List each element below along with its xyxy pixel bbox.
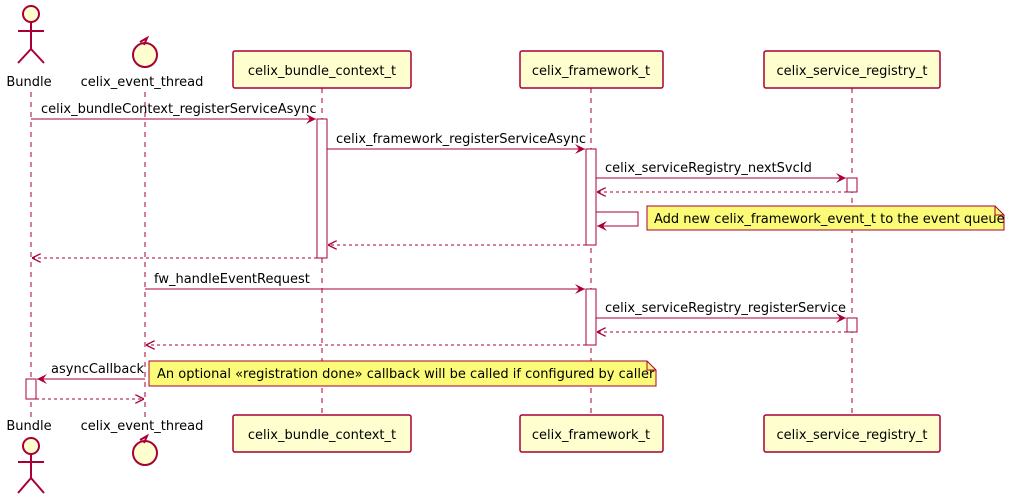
actor-bundle-top: Bundle (6, 5, 52, 90)
activation-service-registry-1 (846, 177, 858, 193)
activation-bundle (25, 378, 37, 400)
message-label-next-svc-id: celix_serviceRegistry_nextSvcId (605, 161, 812, 176)
note-event-queue: Add new celix_framework_event_t to the e… (646, 205, 1005, 231)
message-async-callback: asyncCallback (37, 362, 145, 384)
participant-label-bundle-context: celix_bundle_context_t (248, 64, 396, 79)
actor-bundle-bottom: Bundle (6, 419, 52, 494)
participant-label-framework-bottom: celix_framework_t (532, 428, 650, 443)
activations (25, 118, 858, 400)
participants-top: Bundle celix_event_thread celix_bundle_c… (6, 5, 941, 90)
message-label-register-service-async: celix_bundleContext_registerServiceAsync (41, 102, 317, 117)
messages: celix_bundleContext_registerServiceAsync… (31, 102, 847, 399)
message-register-service: celix_serviceRegistry_registerService (596, 301, 846, 323)
participant-bundle-context-bottom: celix_bundle_context_t (232, 414, 412, 453)
participant-service-registry-bottom: celix_service_registry_t (763, 414, 941, 453)
activation-framework-2 (585, 288, 597, 346)
control-event-thread-bottom: celix_event_thread (81, 419, 204, 466)
participant-label-service-registry: celix_service_registry_t (776, 64, 927, 79)
message-register-service-async: celix_bundleContext_registerServiceAsync (31, 102, 317, 124)
control-event-thread-top: celix_event_thread (81, 35, 204, 90)
note-text-event-queue: Add new celix_framework_event_t to the e… (654, 212, 1005, 227)
message-label-register-service: celix_serviceRegistry_registerService (605, 301, 846, 316)
control-circle-icon (132, 35, 158, 68)
participant-label-bundle-context-bottom: celix_bundle_context_t (248, 428, 396, 443)
note-registration-done: An optional «registration done» callback… (148, 360, 657, 387)
activation-service-registry-2 (846, 317, 858, 333)
participant-label-event-thread-bottom: celix_event_thread (81, 419, 204, 434)
message-label-handle-event-request: fw_handleEventRequest (154, 272, 310, 287)
message-handle-event-request: fw_handleEventRequest (145, 272, 585, 294)
participant-framework-bottom: celix_framework_t (519, 414, 664, 453)
note-text-registration-done: An optional «registration done» callback… (157, 367, 655, 382)
participant-service-registry-top: celix_service_registry_t (763, 50, 941, 89)
message-self-enqueue (596, 211, 639, 231)
participant-label-service-registry-bottom: celix_service_registry_t (776, 428, 927, 443)
participant-label-bundle: Bundle (6, 75, 51, 90)
activation-framework-1 (585, 148, 597, 246)
activation-bundle-context (316, 118, 328, 259)
message-label-framework-register-service-async: celix_framework_registerServiceAsync (336, 132, 586, 147)
message-next-svc-id: celix_serviceRegistry_nextSvcId (596, 161, 846, 183)
participants-bottom: Bundle celix_event_thread celix_bundle_c… (6, 414, 941, 494)
control-circle-icon (132, 433, 158, 466)
participant-label-bundle-bottom: Bundle (6, 419, 51, 434)
participant-label-framework: celix_framework_t (532, 64, 650, 79)
participant-label-event-thread: celix_event_thread (81, 75, 204, 90)
actor-figure-icon (17, 5, 45, 64)
notes: Add new celix_framework_event_t to the e… (148, 205, 1005, 387)
message-framework-register-service-async: celix_framework_registerServiceAsync (327, 132, 586, 154)
participant-framework-top: celix_framework_t (519, 50, 664, 89)
message-label-async-callback: asyncCallback (51, 362, 144, 377)
actor-figure-icon (17, 437, 45, 494)
participant-bundle-context-top: celix_bundle_context_t (232, 50, 412, 89)
